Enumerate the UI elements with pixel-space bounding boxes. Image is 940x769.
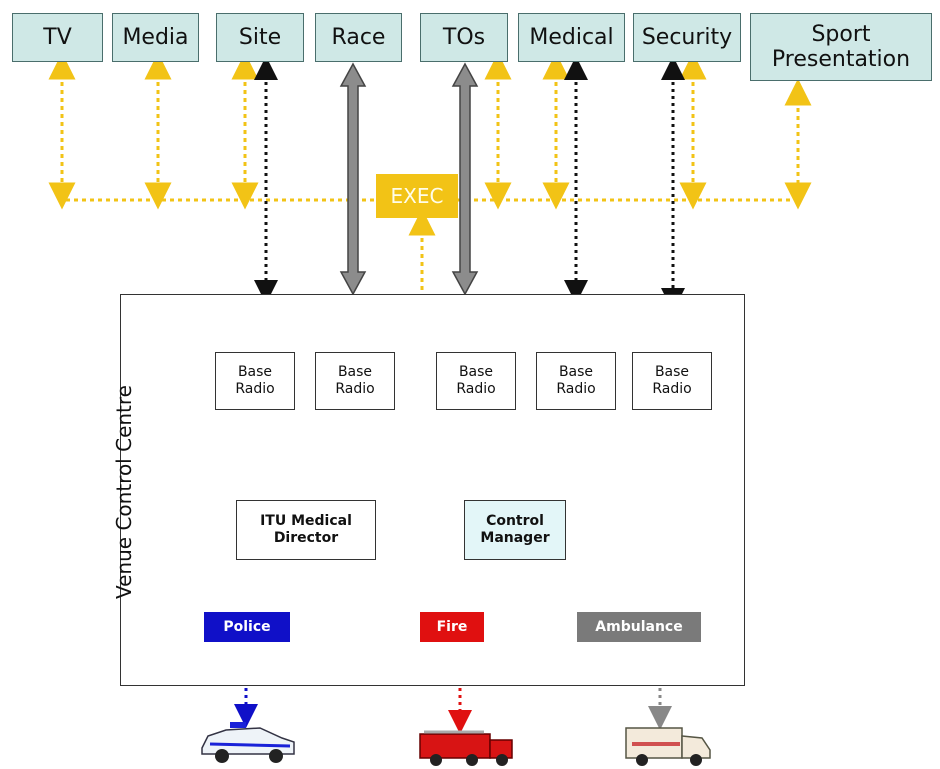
- base-radio-box-1: Base Radio: [215, 352, 295, 410]
- top-box-medical: Medical: [518, 13, 625, 62]
- top-box-race: Race: [315, 13, 402, 62]
- top-box-media: Media: [112, 13, 199, 62]
- fire-label: Fire: [420, 612, 484, 642]
- black-dotted-links: [254, 55, 685, 312]
- police-car-icon: [201, 722, 295, 763]
- itu-medical-director-box: ITU Medical Director: [236, 500, 376, 560]
- venue-control-centre-label: Venue Control Centre: [112, 385, 136, 599]
- top-box-sport-presentation: Sport Presentation: [750, 13, 932, 81]
- base-radio-box-4: Base Radio: [536, 352, 616, 410]
- yellow-link-verticals: [48, 52, 812, 210]
- control-manager-box: Control Manager: [464, 500, 566, 560]
- fire-truck-icon: [419, 730, 513, 766]
- base-radio-box-5: Base Radio: [632, 352, 712, 410]
- police-label: Police: [204, 612, 290, 642]
- exec-box: EXEC: [376, 174, 458, 218]
- top-box-site: Site: [216, 13, 304, 62]
- race-thick-arrow: [339, 62, 367, 296]
- ambulance-vehicle-icon: [625, 727, 711, 766]
- top-box-tos: TOs: [420, 13, 508, 62]
- top-box-tv: TV: [12, 13, 103, 62]
- base-radio-box-2: Base Radio: [315, 352, 395, 410]
- ambulance-label: Ambulance: [577, 612, 701, 642]
- top-box-security: Security: [633, 13, 741, 62]
- base-radio-box-3: Base Radio: [436, 352, 516, 410]
